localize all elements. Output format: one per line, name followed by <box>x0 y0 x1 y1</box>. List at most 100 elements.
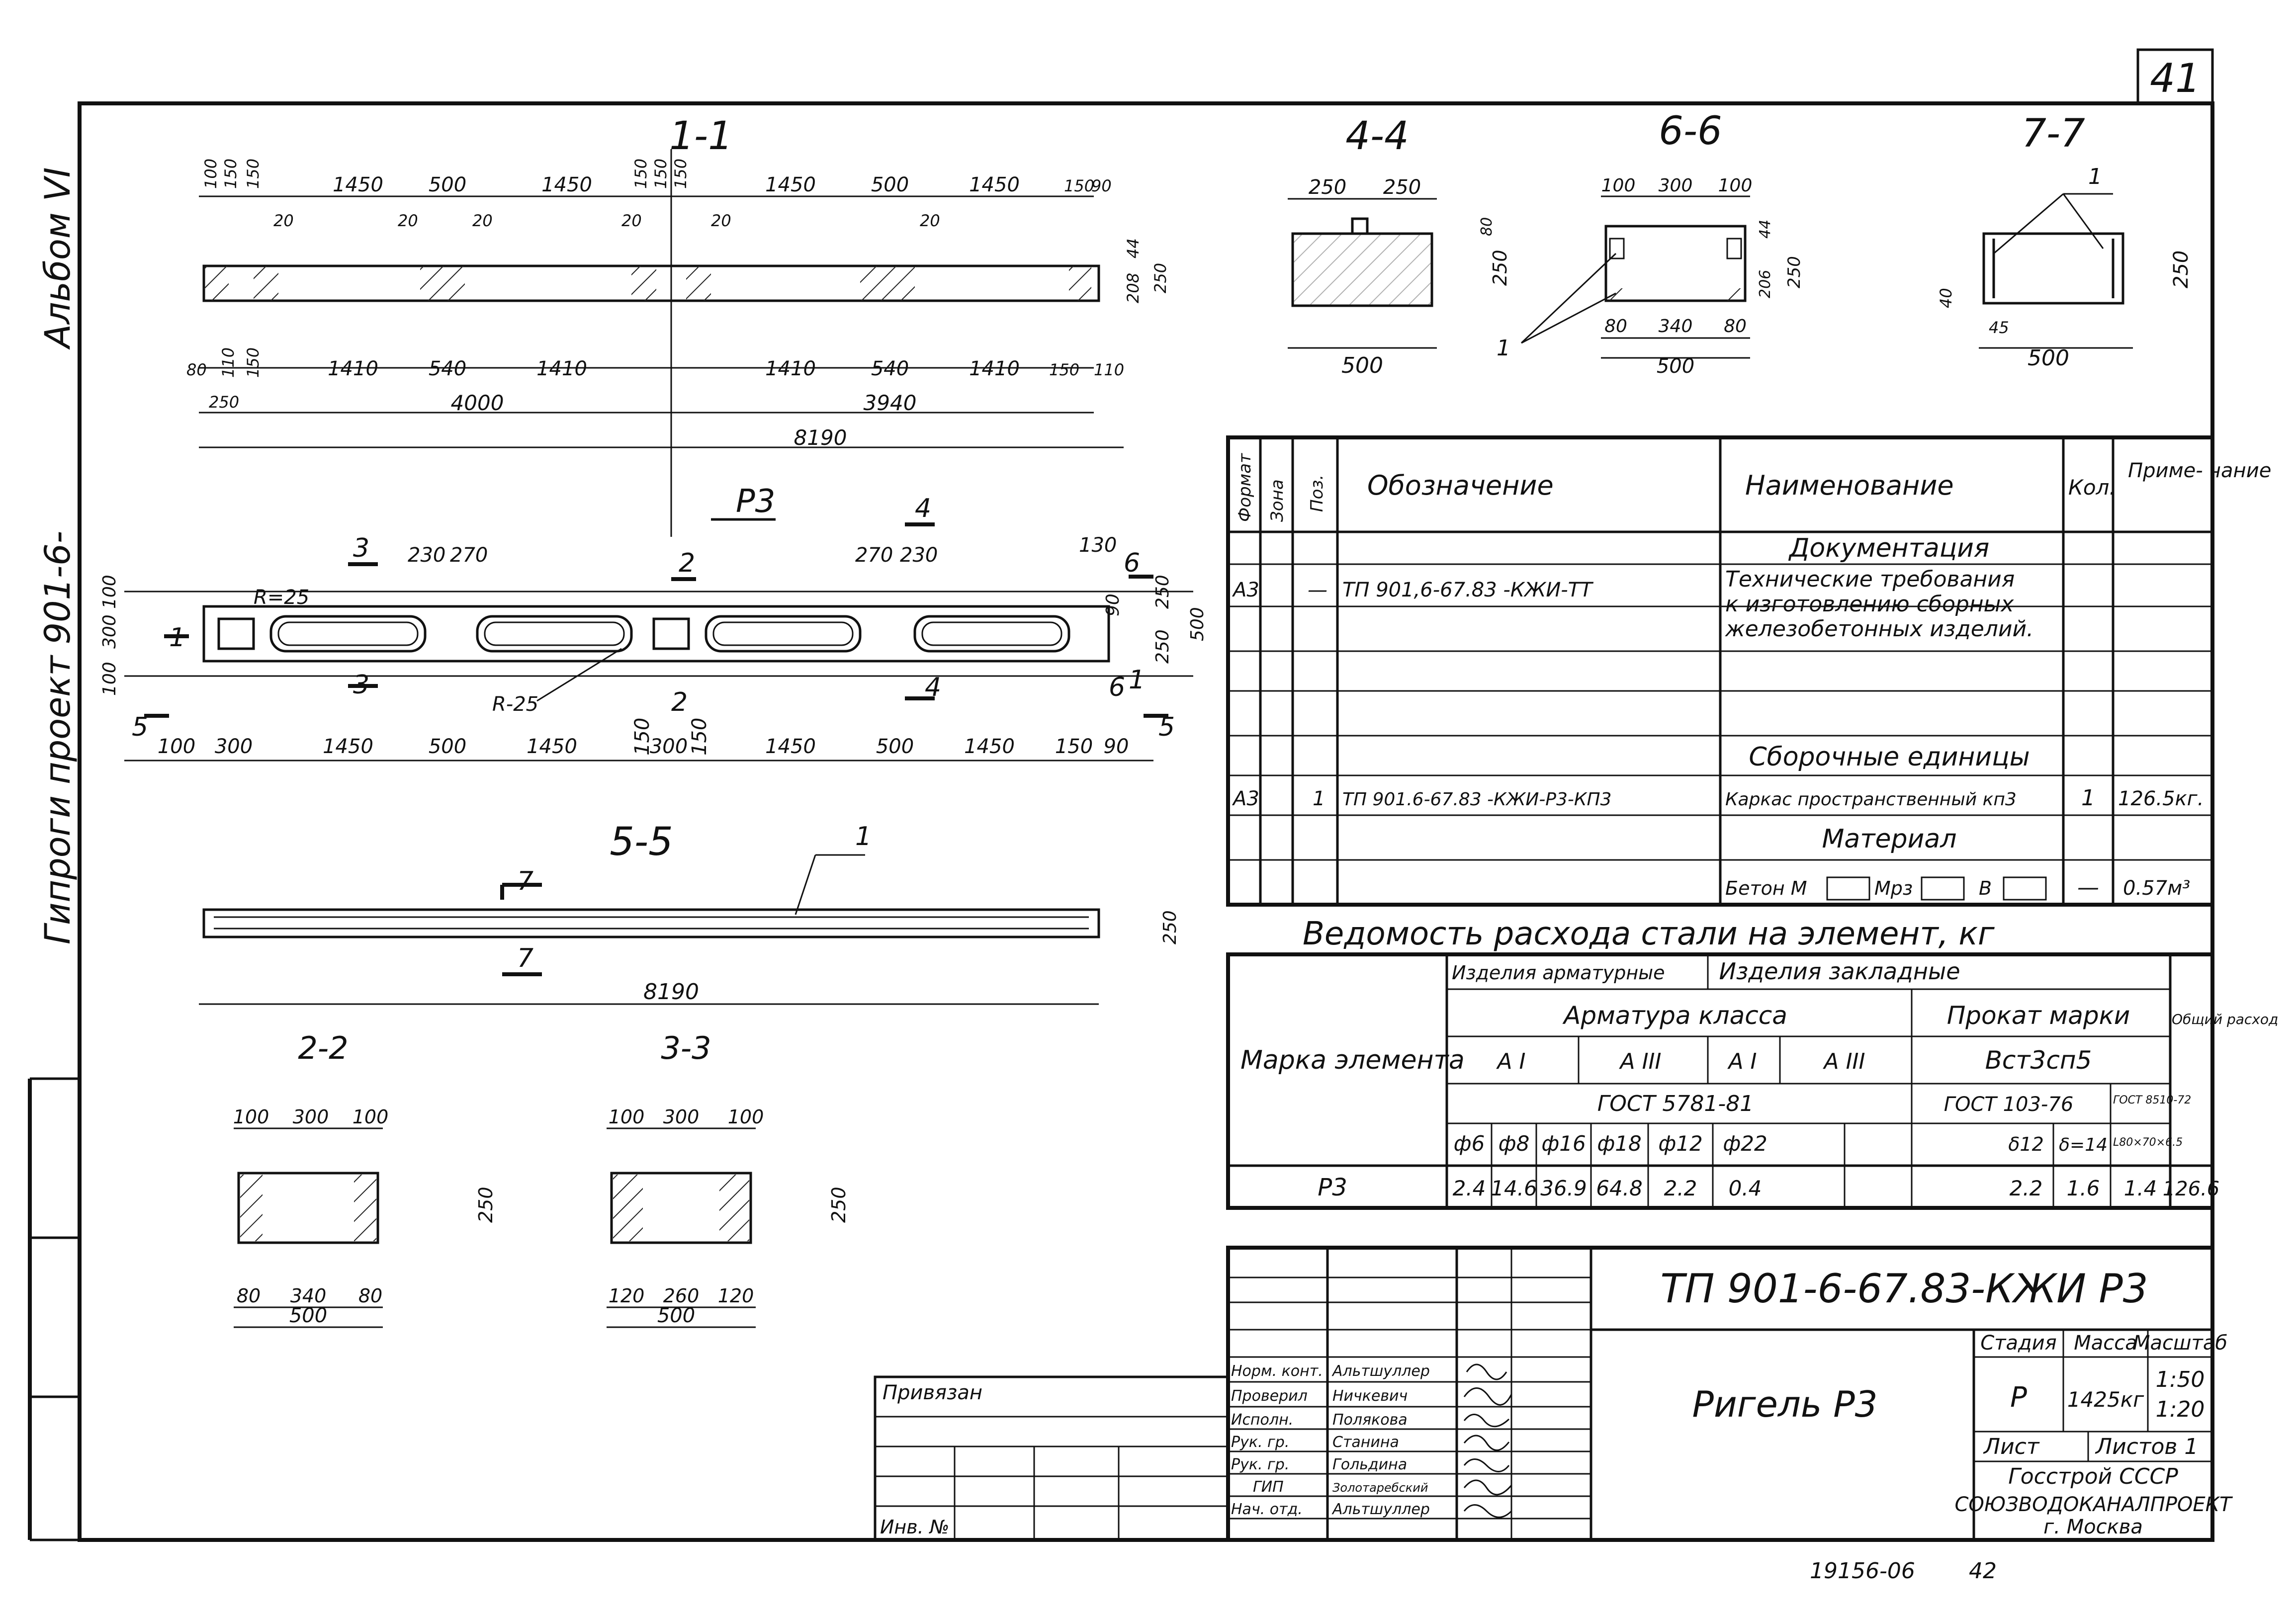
dim-label: 150 <box>244 347 263 378</box>
steel-grade: Вст3сп5 <box>1985 1046 2092 1075</box>
org-line: Госстрой СССР <box>2008 1464 2178 1489</box>
value-cell: 2.2 <box>2010 1176 2043 1200</box>
value-cell: 2.4 <box>1453 1176 1486 1200</box>
dim-label: 44 <box>1757 220 1774 239</box>
plate-label: δ=14 <box>2059 1135 2108 1155</box>
dim-label: 150 <box>631 718 654 756</box>
dim-label: 208 <box>1124 273 1143 303</box>
total-left-dim: 4000 <box>451 391 504 415</box>
scale-value: 1:20 <box>2156 1397 2205 1422</box>
height-dim: 250 <box>2170 251 2193 288</box>
cut-mark: 2 <box>671 687 688 717</box>
dim-label: 150 <box>631 159 650 189</box>
dim-label: 230 <box>408 544 445 567</box>
dim-label: 1410 <box>969 357 1020 380</box>
title-block: ТП 901-6-67.83-КЖИ Р3 Ригель Р3 Стадия М… <box>874 1246 2233 1542</box>
top-dims: 1450 500 1450 1450 500 1450 <box>333 173 1020 196</box>
steel-table: Ведомость расхода стали на элемент, кг М… <box>1226 916 2278 1210</box>
cut-mark: 4 <box>915 494 931 523</box>
position-mark: 1 <box>2088 164 2102 189</box>
drawing-title: Ригель Р3 <box>1692 1383 1878 1425</box>
dim-label: 1450 <box>527 735 577 758</box>
plan-bottom-dims: 100 300 1450 500 1450 150 300 150 1450 5… <box>158 718 1129 758</box>
dim-label: 20 <box>920 211 940 230</box>
dim-label: 100 <box>99 662 120 696</box>
row3-note: 0.57м³ <box>2123 877 2190 900</box>
class-label: A I <box>1727 1049 1757 1074</box>
dim-label: 80 <box>358 1285 382 1307</box>
height-dim: 250 <box>1160 910 1180 944</box>
cut-mark: 7 <box>517 943 533 973</box>
dim-label: 44 <box>1124 238 1143 258</box>
dim-label: 270 <box>855 544 893 567</box>
dim-label: 120 <box>609 1285 645 1307</box>
dim-label: 500 <box>871 173 909 196</box>
diam-label: ф12 <box>1658 1131 1702 1156</box>
person-name: Гольдина <box>1332 1456 1407 1473</box>
dim-label: 100 <box>201 159 220 189</box>
dim-label: 540 <box>429 357 466 380</box>
width-dim: 500 <box>657 1304 695 1327</box>
section-title: 2-2 <box>298 1030 348 1066</box>
dim-label: 150 <box>244 159 263 189</box>
person-name: Полякова <box>1332 1411 1408 1429</box>
dim-label: 340 <box>290 1285 327 1307</box>
dim-label: 100 <box>233 1106 269 1128</box>
dim-label: 40 <box>1937 288 1955 308</box>
stage-header: Стадия <box>1980 1332 2056 1355</box>
dim-label: 1410 <box>765 357 816 380</box>
cut-mark: 2 <box>679 548 695 578</box>
dim-label: 1450 <box>765 735 816 758</box>
value-cell: 2.2 <box>1664 1176 1697 1200</box>
gost-small: ГОСТ 8510-72 <box>2113 1094 2191 1106</box>
dim-label: 110 <box>219 347 238 378</box>
role-label: Норм. конт. <box>1231 1362 1323 1380</box>
dim-label: 150 <box>1055 735 1093 758</box>
row3-w: В <box>1979 877 1992 899</box>
diam-label: ф16 <box>1541 1131 1586 1156</box>
header-pos: Поз. <box>1307 475 1327 512</box>
value-cell: 1.4 <box>2124 1176 2157 1200</box>
archive-number: 19156-06 <box>1810 1558 1915 1584</box>
header-format: Формат <box>1235 453 1255 522</box>
dim-label: 1450 <box>765 173 816 196</box>
section-7-7: 7-7 500 250 40 45 1 <box>1937 111 2193 371</box>
dim-label: 500 <box>429 735 466 758</box>
col-mark: Марка элемента <box>1240 1045 1465 1075</box>
header-name: Наименование <box>1745 470 1954 501</box>
dim-label: 270 <box>450 544 488 567</box>
width-dim: 500 <box>289 1304 327 1327</box>
edge-dims: 100 150 150 150 150 150 150 90 20 20 20 … <box>186 159 1170 412</box>
diam-label: ф6 <box>1454 1131 1485 1156</box>
dim-label: 20 <box>472 211 493 230</box>
dim-label: 1410 <box>328 357 378 380</box>
group-units: Сборочные единицы <box>1749 742 2030 772</box>
row-mark: Р3 <box>1318 1174 1347 1201</box>
dim-label: 250 <box>1784 256 1804 288</box>
dim-label: 500 <box>429 173 466 196</box>
cut-mark: 6 <box>1124 548 1140 578</box>
dim-label: 150 <box>1049 360 1079 379</box>
class-label: A III <box>1822 1049 1865 1074</box>
dim-label: 90 <box>1104 735 1129 758</box>
role-label: ГИП <box>1253 1478 1284 1496</box>
height-dim: 250 <box>828 1187 850 1223</box>
dim-label: 20 <box>398 211 418 230</box>
dim-label: 20 <box>621 211 642 230</box>
dim-label: 1410 <box>536 357 587 380</box>
row3-mrz: Мрз <box>1874 877 1913 899</box>
row1-pos: — <box>1308 579 1327 601</box>
width-dim: 500 <box>1341 353 1383 378</box>
width-dim: 500 <box>2028 345 2069 371</box>
dim-label: 300 <box>1659 175 1693 196</box>
header-zone: Зона <box>1267 479 1287 522</box>
position-mark: 1 <box>1497 336 1510 361</box>
dim-label: 100 <box>1601 175 1636 196</box>
dim-label: 110 <box>1094 360 1124 379</box>
plan-side-dims: 100 300 100 90 250 250 500 <box>99 575 1208 696</box>
sheets-label: Листов 1 <box>2095 1434 2198 1459</box>
row3-qty: — <box>2077 875 2099 900</box>
row1-name: Технические требования <box>1725 567 2015 592</box>
length-dim: 8190 <box>643 979 699 1005</box>
